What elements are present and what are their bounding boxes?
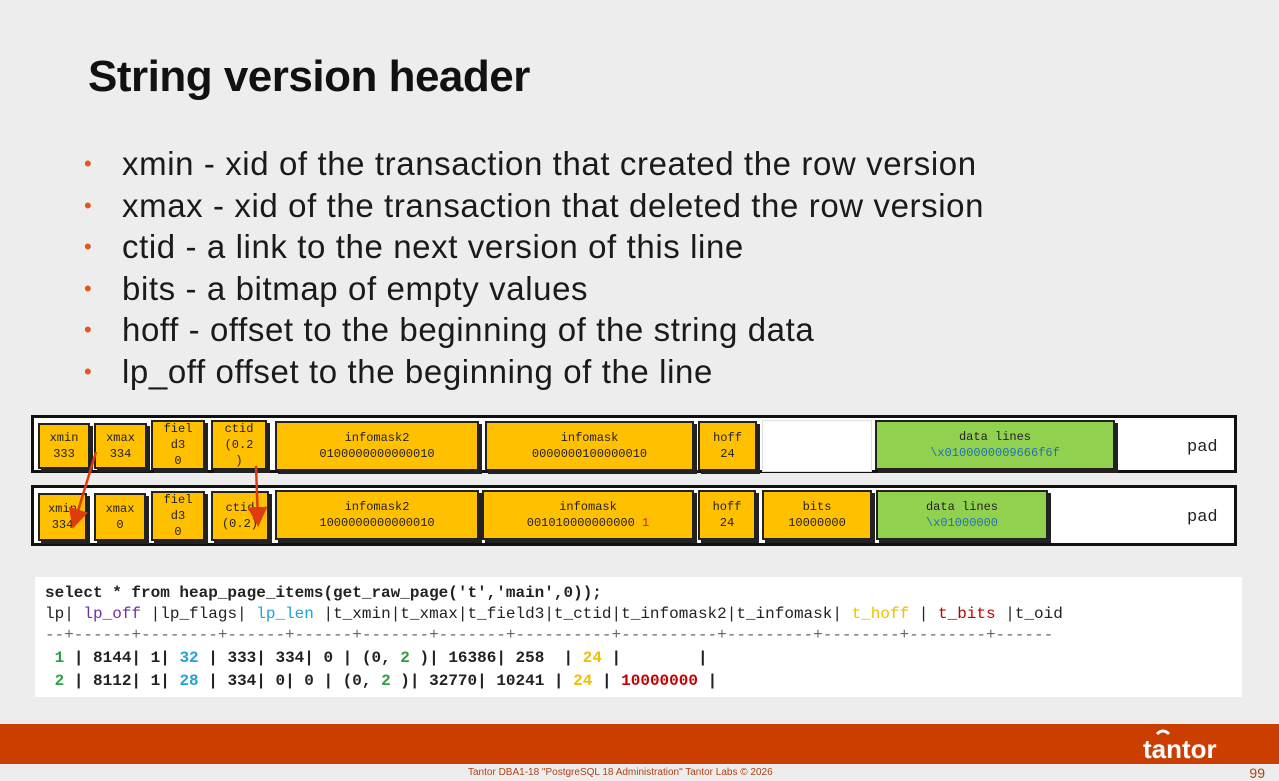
sql-query: select * from heap_page_items(get_raw_pa… xyxy=(45,584,602,602)
bullet-dot-icon: • xyxy=(84,151,93,176)
infomask-cell: infomask 001010000000000 1 xyxy=(482,490,694,540)
data-lines-cell: data lines\x01000000 xyxy=(876,490,1048,540)
sql-row: 2 | 8112| 1| 28 | 334| 0| 0 | (0, 2 )| 3… xyxy=(54,672,718,690)
bullet-item: •lp_off offset to the beginning of the l… xyxy=(84,351,984,393)
bullet-list: •xmin - xid of the transaction that crea… xyxy=(84,143,984,392)
bullet-dot-icon: • xyxy=(84,192,93,218)
pad-label: pad xyxy=(1187,508,1218,527)
highlighted-bit: 1 xyxy=(642,516,650,530)
sql-header: lp| lp_off |lp_flags| lp_len |t_xmin|t_x… xyxy=(45,605,1063,623)
footer-bar xyxy=(0,724,1279,764)
bullet-item: •hoff - offset to the beginning of the s… xyxy=(84,309,984,351)
sql-separator: --+------+--------+------+------+-------… xyxy=(45,626,1054,644)
slide-title: String version header xyxy=(88,52,530,101)
svg-text:tantor: tantor xyxy=(1143,734,1217,764)
page-number: 99 xyxy=(1249,765,1265,781)
pad-label: pad xyxy=(1187,438,1218,457)
empty-cell xyxy=(762,420,872,472)
data-lines-cell: data lines\x0100000009666f6f xyxy=(875,420,1115,470)
bullet-item: •bits - a bitmap of empty values xyxy=(84,268,984,310)
sql-row: 1 | 8144| 1| 32 | 333| 334| 0 | (0, 2 )|… xyxy=(54,649,708,667)
bullet-item: •xmax - xid of the transaction that dele… xyxy=(84,185,984,227)
ctid-arrow xyxy=(247,465,268,527)
footer-note: Tantor DBA1-18 "PostgreSQL 18 Administra… xyxy=(468,767,773,778)
bullet-dot-icon: • xyxy=(84,317,93,342)
bullet-dot-icon: • xyxy=(84,234,93,259)
xmax-to-xmin-arrow xyxy=(68,451,98,529)
tantor-logo: tantor xyxy=(1143,728,1235,764)
bullet-dot-icon: • xyxy=(84,275,93,301)
bullet-item: •ctid - a link to the next version of th… xyxy=(84,226,984,268)
sql-output: select * from heap_page_items(get_raw_pa… xyxy=(35,577,1242,697)
bullet-item: •xmin - xid of the transaction that crea… xyxy=(84,143,984,185)
bullet-dot-icon: • xyxy=(84,358,93,384)
ctid-cell: ctid(0.2) xyxy=(211,420,267,470)
